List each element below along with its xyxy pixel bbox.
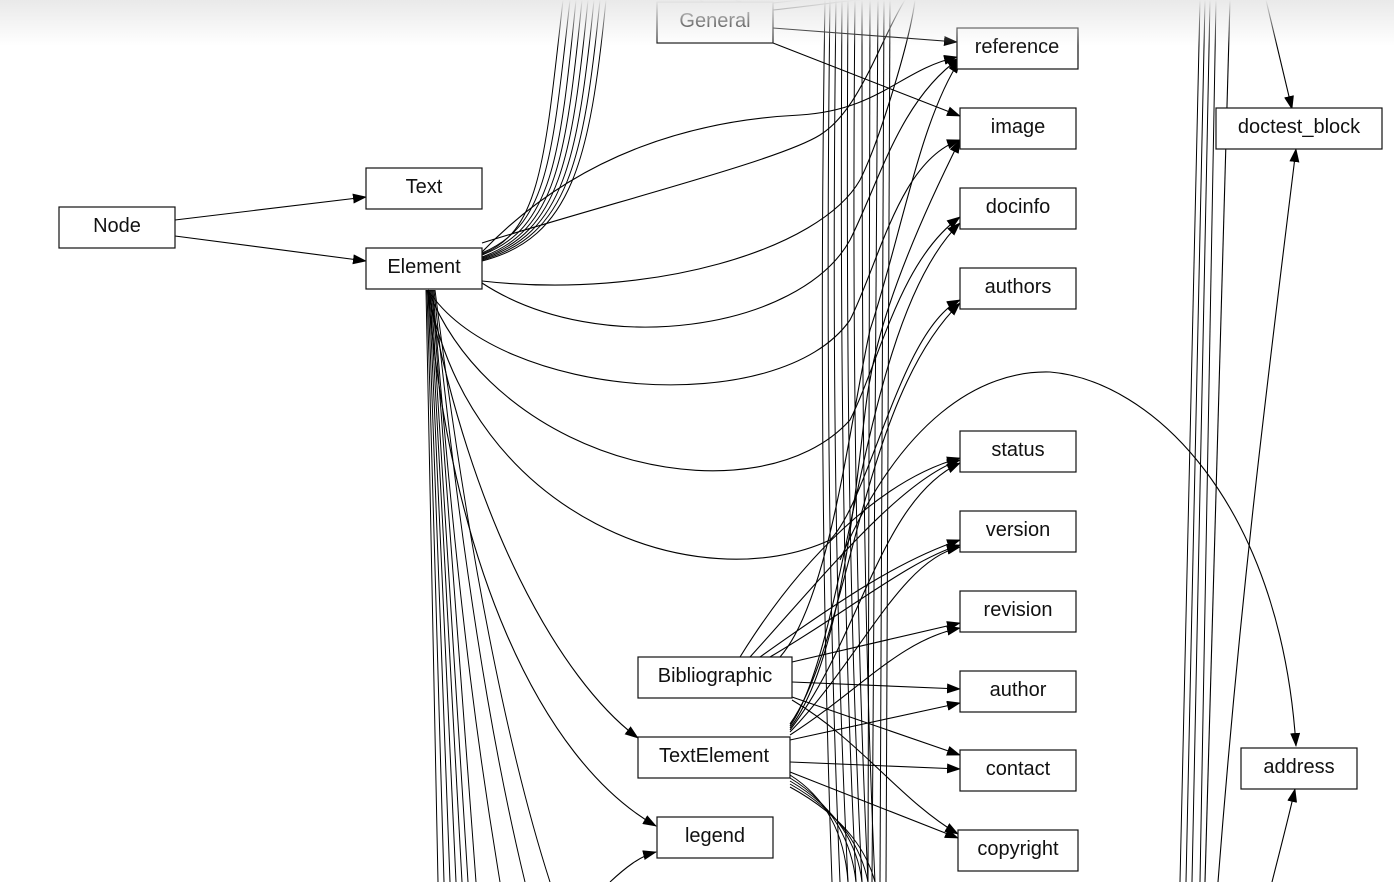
node-address-label: address [1263, 756, 1334, 778]
edge-bibliographic-revision [791, 621, 961, 663]
node-authors-label: authors [985, 276, 1052, 298]
node-bibliographic[interactable]: Bibliographic [637, 656, 793, 699]
edge-general-reference [772, 27, 958, 46]
node-bibliographic-label: Bibliographic [658, 665, 773, 687]
node-version[interactable]: version [959, 510, 1077, 553]
node-contact-label: contact [986, 758, 1051, 780]
node-image[interactable]: image [959, 107, 1077, 150]
edge-node-element [174, 235, 367, 265]
node-text[interactable]: Text [365, 167, 483, 210]
node-revision[interactable]: revision [959, 590, 1077, 633]
node-docinfo-label: docinfo [986, 196, 1051, 218]
edge-bundle-element-up [481, 0, 571, 254]
node-docinfo[interactable]: docinfo [959, 187, 1077, 230]
node-address[interactable]: address [1240, 747, 1358, 790]
node-text-label: Text [406, 176, 443, 198]
node-copyright-label: copyright [977, 838, 1059, 860]
edge-bibliographic-address [839, 371, 1301, 747]
node-legend-label: legend [685, 825, 745, 847]
edge-textelement-copyright [789, 771, 959, 839]
node-node[interactable]: Node [58, 206, 176, 249]
node-contact[interactable]: contact [959, 749, 1077, 792]
node-textelement-label: TextElement [659, 745, 769, 767]
edge-node-text [174, 193, 367, 221]
node-author-label: author [990, 679, 1047, 701]
node-status-label: status [991, 439, 1044, 461]
node-revision-label: revision [984, 599, 1053, 621]
node-status[interactable]: status [959, 430, 1077, 473]
edge-element-authors [481, 57, 961, 328]
node-doctest-block-label: doctest_block [1238, 116, 1361, 138]
node-authors[interactable]: authors [959, 267, 1077, 310]
node-author[interactable]: author [959, 670, 1077, 713]
edge-bibliographic-copyright [791, 699, 959, 835]
node-textelement[interactable]: TextElement [637, 736, 791, 779]
nodes: Node Text Element General reference imag… [58, 1, 1383, 872]
edge-textelement-contact [789, 761, 961, 774]
node-doctest-block[interactable]: doctest_block [1215, 107, 1383, 150]
edge-bibliographic-status [739, 456, 961, 658]
edge-element-image [481, 0, 906, 244]
edge-element-textelement [427, 289, 639, 739]
node-version-label: version [986, 519, 1050, 541]
node-copyright[interactable]: copyright [957, 829, 1079, 872]
node-reference-label: reference [975, 36, 1060, 58]
edge-element-reference [481, 55, 958, 253]
edge-to-doctest-block [1217, 148, 1300, 882]
node-node-label: Node [93, 215, 141, 237]
node-element[interactable]: Element [365, 247, 483, 290]
edge-textelement-author [789, 700, 961, 741]
edge-element-docinfo [481, 0, 916, 286]
node-image-label: image [991, 116, 1045, 138]
edges [174, 0, 1301, 882]
node-element-label: Element [387, 256, 461, 278]
edge-bibliographic-contact [791, 696, 961, 756]
edge-bundle-element-down [425, 289, 439, 882]
node-legend[interactable]: legend [656, 816, 774, 859]
node-general-label: General [679, 10, 750, 32]
edge-general-image [772, 42, 961, 117]
node-general[interactable]: General [656, 1, 774, 44]
edge-element-legend [427, 289, 657, 827]
node-reference[interactable]: reference [956, 27, 1079, 70]
